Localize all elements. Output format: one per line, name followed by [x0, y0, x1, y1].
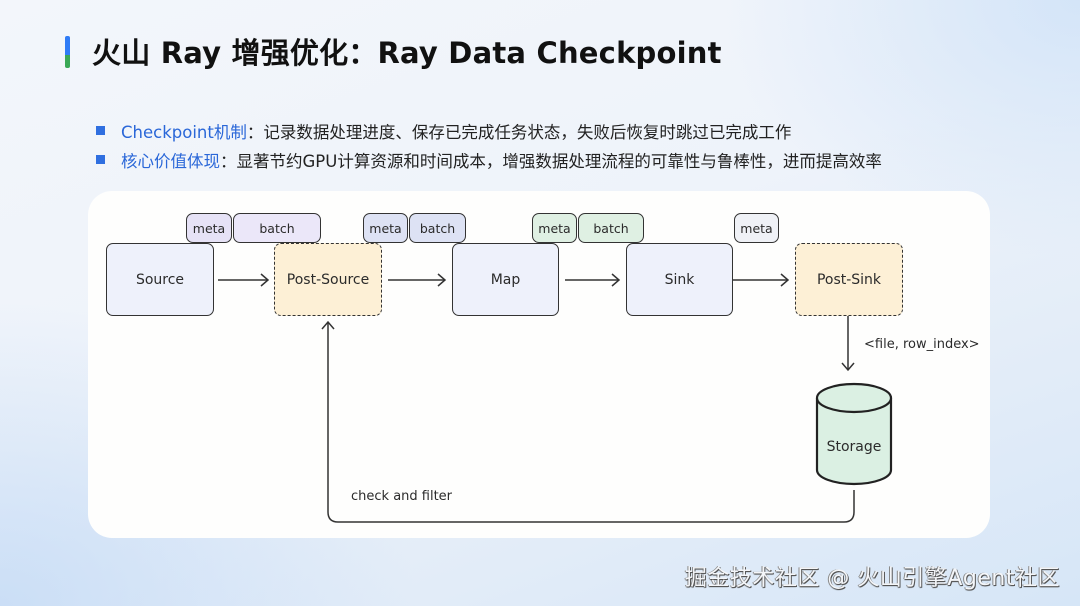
tag-batch: batch: [233, 213, 321, 243]
tag-batch: batch: [409, 213, 466, 243]
node-label: Post-Source: [286, 271, 370, 288]
tag-batch: batch: [578, 213, 644, 243]
bullet-item: Checkpoint机制 ：记录数据处理进度、保存已完成任务状态，失败后恢复时跳…: [96, 116, 882, 145]
node-label: Post-Sink: [816, 271, 882, 288]
bullet-square-icon: [96, 155, 105, 164]
node-post-source: Post-Source: [274, 243, 382, 316]
node-label: Sink: [664, 271, 695, 288]
tag-meta: meta: [363, 213, 408, 243]
bullet-text: ：显著节约GPU计算资源和时间成本，增强数据处理流程的可靠性与鲁棒性，进而提高效…: [220, 151, 882, 171]
bullet-item: 核心价值体现 ：显著节约GPU计算资源和时间成本，增强数据处理流程的可靠性与鲁棒…: [96, 145, 882, 174]
bullet-list: Checkpoint机制 ：记录数据处理进度、保存已完成任务状态，失败后恢复时跳…: [96, 116, 882, 174]
node-label: Map: [490, 271, 521, 288]
title-accent-bar: [65, 36, 70, 68]
edge-label-check-and-filter: check and filter: [351, 489, 453, 504]
slide-title: 火山 Ray 增强优化：Ray Data Checkpoint: [92, 36, 722, 70]
node-sink: Sink: [626, 243, 733, 316]
bullet-square-icon: [96, 126, 105, 135]
node-map: Map: [452, 243, 559, 316]
node-source: Source: [106, 243, 214, 316]
bullet-text: ：记录数据处理进度、保存已完成任务状态，失败后恢复时跳过已完成工作: [246, 122, 792, 142]
bullet-key: Checkpoint机制: [121, 122, 247, 142]
node-storage-label: Storage: [826, 439, 882, 455]
edge-label-file-row-index: <file, row_index>: [864, 337, 980, 352]
bullet-key: 核心价值体现: [121, 151, 220, 171]
tag-meta: meta: [532, 213, 577, 243]
tag-meta: meta: [186, 213, 232, 243]
node-label: Source: [135, 271, 185, 288]
watermark: 掘金技术社区 @ 火山引擎Agent社区: [684, 566, 1060, 591]
node-post-sink: Post-Sink: [795, 243, 903, 316]
tag-meta: meta: [734, 213, 779, 243]
